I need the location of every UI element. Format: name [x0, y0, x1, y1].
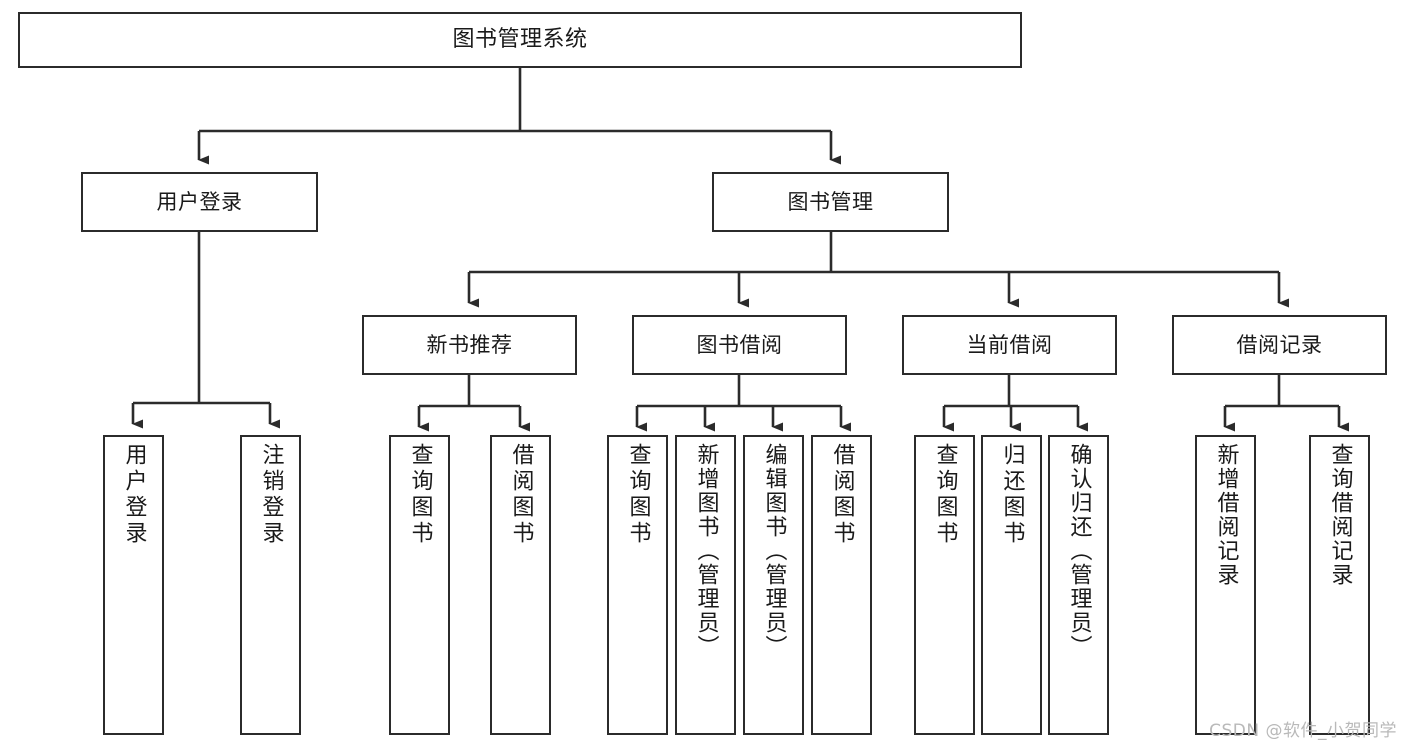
- node-label: 用户登录: [156, 189, 243, 214]
- leaf-current-query-book[interactable]: 查询图书: [914, 435, 975, 735]
- node-new-book-recommend[interactable]: 新书推荐: [362, 315, 577, 375]
- node-label: 借阅记录: [1236, 332, 1323, 357]
- node-label: 查询图书: [932, 443, 958, 547]
- node-label: 归还图书: [999, 443, 1025, 547]
- node-label: 借阅图书: [829, 443, 855, 547]
- leaf-current-return-book[interactable]: 归还图书: [981, 435, 1042, 735]
- node-label: 借阅图书: [508, 443, 534, 547]
- leaf-new-book-borrow[interactable]: 借阅图书: [490, 435, 551, 735]
- leaf-new-book-query[interactable]: 查询图书: [389, 435, 450, 735]
- node-label: 新书推荐: [426, 332, 513, 357]
- leaf-current-confirm-return-admin[interactable]: 确认归还（管理员）: [1048, 435, 1109, 735]
- node-label: 编辑图书（管理员）: [761, 443, 787, 659]
- node-current-borrow[interactable]: 当前借阅: [902, 315, 1117, 375]
- node-label: 图书管理系统: [452, 27, 588, 53]
- leaf-borrow-edit-book-admin[interactable]: 编辑图书（管理员）: [743, 435, 804, 735]
- node-label: 注销登录: [258, 443, 284, 547]
- node-label: 图书借阅: [696, 332, 783, 357]
- node-root-system[interactable]: 图书管理系统: [18, 12, 1022, 68]
- leaf-records-add-record[interactable]: 新增借阅记录: [1195, 435, 1256, 735]
- node-borrow-records[interactable]: 借阅记录: [1172, 315, 1387, 375]
- node-book-management[interactable]: 图书管理: [712, 172, 949, 232]
- leaf-borrow-borrow-book[interactable]: 借阅图书: [811, 435, 872, 735]
- node-label: 用户登录: [121, 443, 147, 547]
- node-label: 新增图书（管理员）: [693, 443, 719, 659]
- node-label: 查询图书: [625, 443, 651, 547]
- node-label: 新增借阅记录: [1213, 443, 1239, 587]
- node-label: 当前借阅: [966, 332, 1053, 357]
- node-book-borrow[interactable]: 图书借阅: [632, 315, 847, 375]
- node-label: 图书管理: [787, 189, 874, 214]
- leaf-borrow-add-book-admin[interactable]: 新增图书（管理员）: [675, 435, 736, 735]
- node-label: 确认归还（管理员）: [1066, 443, 1092, 659]
- leaf-borrow-query-book[interactable]: 查询图书: [607, 435, 668, 735]
- leaf-user-login-logout[interactable]: 注销登录: [240, 435, 301, 735]
- node-label: 查询图书: [407, 443, 433, 547]
- node-user-login[interactable]: 用户登录: [81, 172, 318, 232]
- node-label: 查询借阅记录: [1327, 443, 1353, 587]
- leaf-records-query-record[interactable]: 查询借阅记录: [1309, 435, 1370, 735]
- leaf-user-login-login[interactable]: 用户登录: [103, 435, 164, 735]
